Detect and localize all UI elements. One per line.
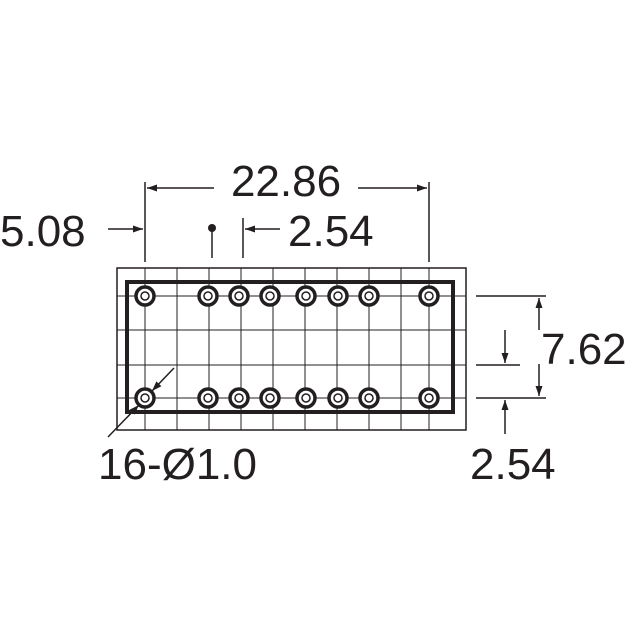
pin-hole <box>295 285 317 307</box>
dim-overall-pitch: 22.86 <box>231 157 341 206</box>
dim-row-spacing: 7.62 <box>541 325 627 374</box>
grid-vertical <box>144 268 430 430</box>
pin-hole-inner <box>234 393 244 403</box>
grid-horizontal <box>117 295 466 399</box>
dim-edge-offset: 5.08 <box>0 207 86 256</box>
pin-hole-inner <box>364 393 374 403</box>
pin-hole-inner <box>333 291 343 301</box>
pin-hole-inner <box>301 291 311 301</box>
pin-hole-inner <box>424 291 434 301</box>
pin-hole-inner <box>265 291 275 301</box>
pin-hole <box>327 387 349 409</box>
dim-pin-pitch: 2.54 <box>288 207 374 256</box>
pin-hole <box>259 387 281 409</box>
board-outline <box>116 267 467 431</box>
pin-hole-inner <box>301 393 311 403</box>
pin-hole <box>358 387 380 409</box>
dim-row-pitch: 2.54 <box>470 440 556 489</box>
pin-hole <box>134 387 156 409</box>
pin-hole <box>418 387 440 409</box>
pin-hole <box>259 285 281 307</box>
hole-leader-outer <box>151 367 175 392</box>
pin-hole <box>418 285 440 307</box>
pin-holes <box>134 285 440 409</box>
relay-body-outline <box>125 280 455 414</box>
pin-hole-inner <box>364 291 374 301</box>
dim-hole-spec: 16-Ø1.0 <box>98 440 257 489</box>
pin-hole <box>295 387 317 409</box>
pin-hole <box>197 387 219 409</box>
pin-hole-inner <box>333 393 343 403</box>
pin-hole <box>228 387 250 409</box>
pin-hole-inner <box>265 393 275 403</box>
pin-hole <box>134 285 156 307</box>
pin-hole-inner <box>140 291 150 301</box>
pin-hole-inner <box>203 393 213 403</box>
hole-leader-inner <box>107 404 140 438</box>
pin-hole <box>197 285 219 307</box>
pin-hole <box>327 285 349 307</box>
pin-hole <box>358 285 380 307</box>
pin-hole-inner <box>424 393 434 403</box>
pin-hole <box>228 285 250 307</box>
pin-hole-inner <box>234 291 244 301</box>
pin-hole-inner <box>203 291 213 301</box>
pin-hole-inner <box>140 393 150 403</box>
